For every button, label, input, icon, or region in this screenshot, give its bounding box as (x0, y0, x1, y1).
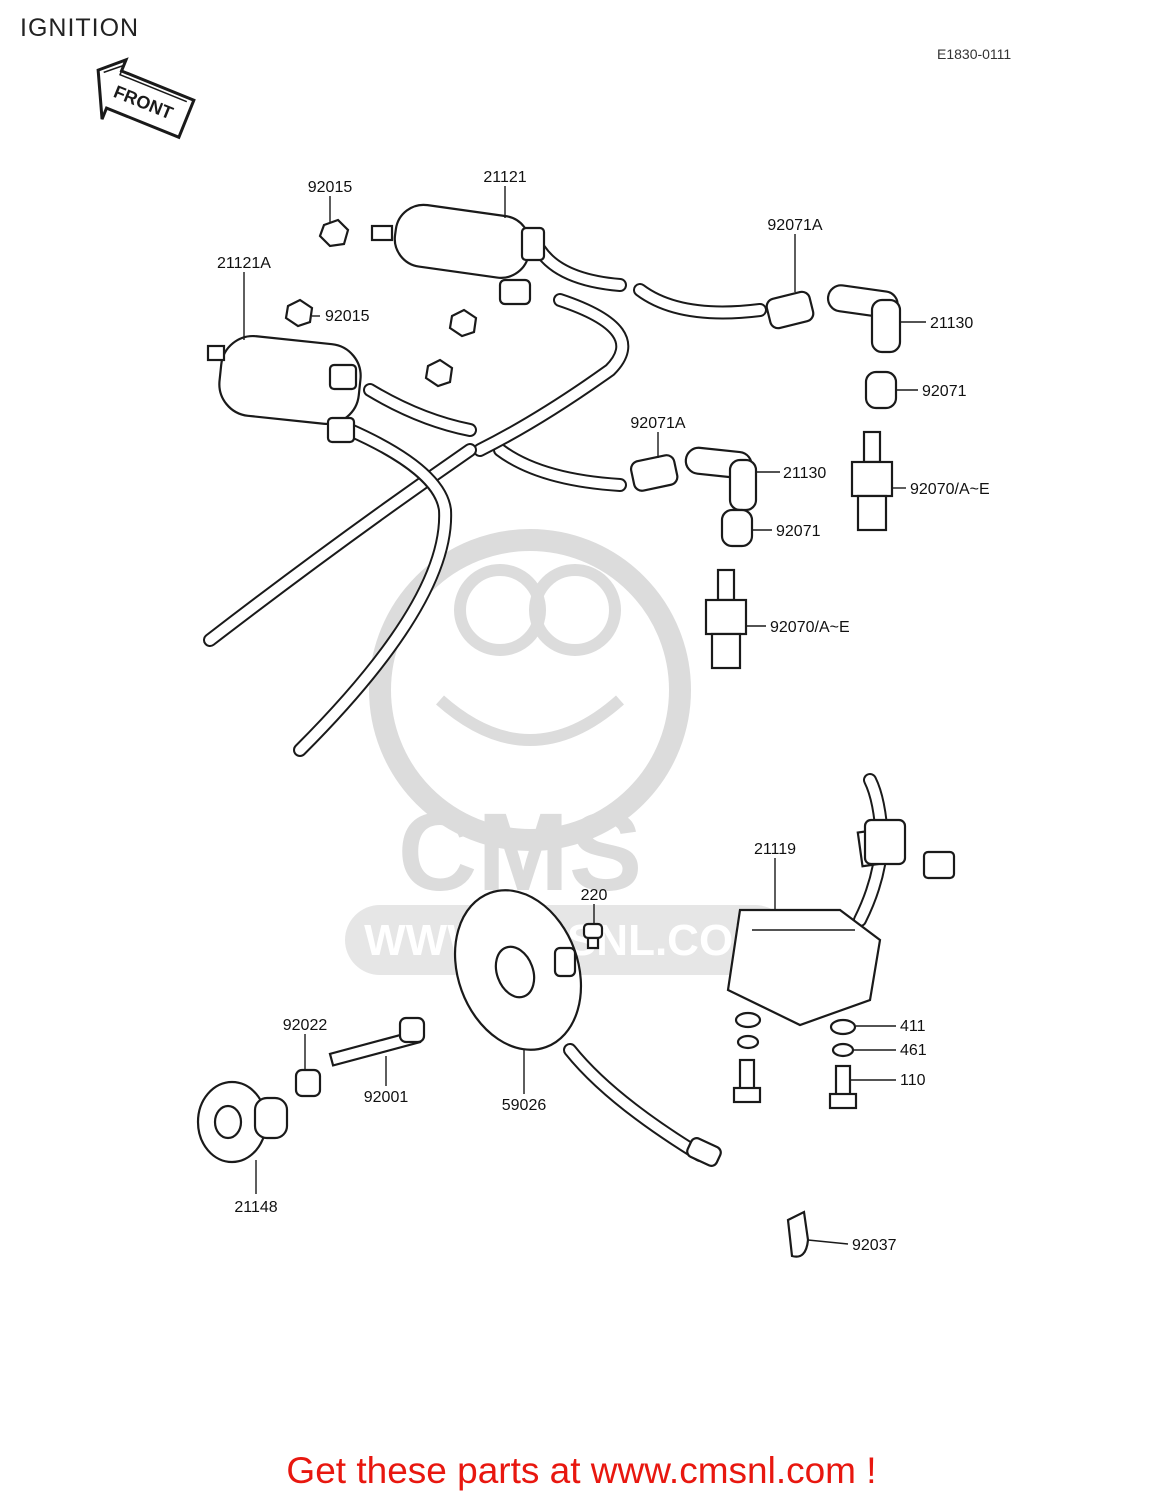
lock-washer-461-icon (736, 1034, 855, 1058)
washer-411-icon (734, 1011, 857, 1036)
clamp-92037-icon (786, 1210, 810, 1258)
ignition-cables (203, 243, 767, 757)
timing-rotor-21148 (196, 1080, 289, 1164)
callout-21130-top: 21130 (930, 315, 973, 332)
callout-92037: 92037 (852, 1237, 897, 1254)
nut-92015-icon (284, 218, 478, 388)
collar-92022-icon (294, 1068, 322, 1098)
callout-411: 411 (900, 1018, 926, 1035)
callout-59026: 59026 (502, 1097, 547, 1114)
diagram-code: E1830-0111 (937, 46, 1012, 62)
callout-461: 461 (900, 1042, 927, 1059)
screw-220-icon (582, 922, 604, 950)
callout-92070-middle: 92070/A~E (770, 619, 850, 636)
callout-21119: 21119 (754, 841, 796, 858)
callout-labels: 92015 21121 21121A 92015 92071A 21130 92… (217, 169, 990, 1254)
plug-cap-21130-icon (684, 284, 902, 512)
bolt-92001-icon (328, 1016, 426, 1067)
pickup-coil-59026 (453, 889, 722, 1167)
callout-92071-top: 92071 (922, 383, 967, 400)
ic-igniter-21119 (726, 773, 956, 1027)
callout-92070-top: 92070/A~E (910, 481, 990, 498)
bolt-110-icon (732, 1058, 858, 1110)
callout-92071a-top: 92071A (767, 217, 822, 234)
callout-21121a: 21121A (217, 255, 271, 272)
callout-92015-top: 92015 (308, 179, 353, 196)
callout-21121: 21121 (483, 169, 526, 186)
seal-92071a-icon (629, 290, 815, 492)
cmsnl-parts-banner[interactable]: Get these parts at www.cmsnl.com ! (286, 1450, 877, 1491)
callout-92001: 92001 (364, 1089, 409, 1106)
callout-21148: 21148 (234, 1199, 277, 1216)
callout-21130-middle: 21130 (783, 465, 826, 482)
page-title: IGNITION (20, 14, 140, 42)
front-arrow-icon: FRONT (96, 57, 196, 140)
leader-lines (243, 186, 926, 1245)
callout-92071-middle: 92071 (776, 523, 821, 540)
spark-plug-icon (704, 430, 894, 670)
callout-92015-left: 92015 (325, 308, 370, 325)
callout-92071a-middle: 92071A (630, 415, 685, 432)
callout-110: 110 (900, 1072, 926, 1089)
ignition-coil-21121a (206, 334, 362, 444)
ignition-coil-21121 (370, 203, 546, 306)
callout-220: 220 (581, 887, 608, 904)
callout-92022: 92022 (283, 1017, 328, 1034)
